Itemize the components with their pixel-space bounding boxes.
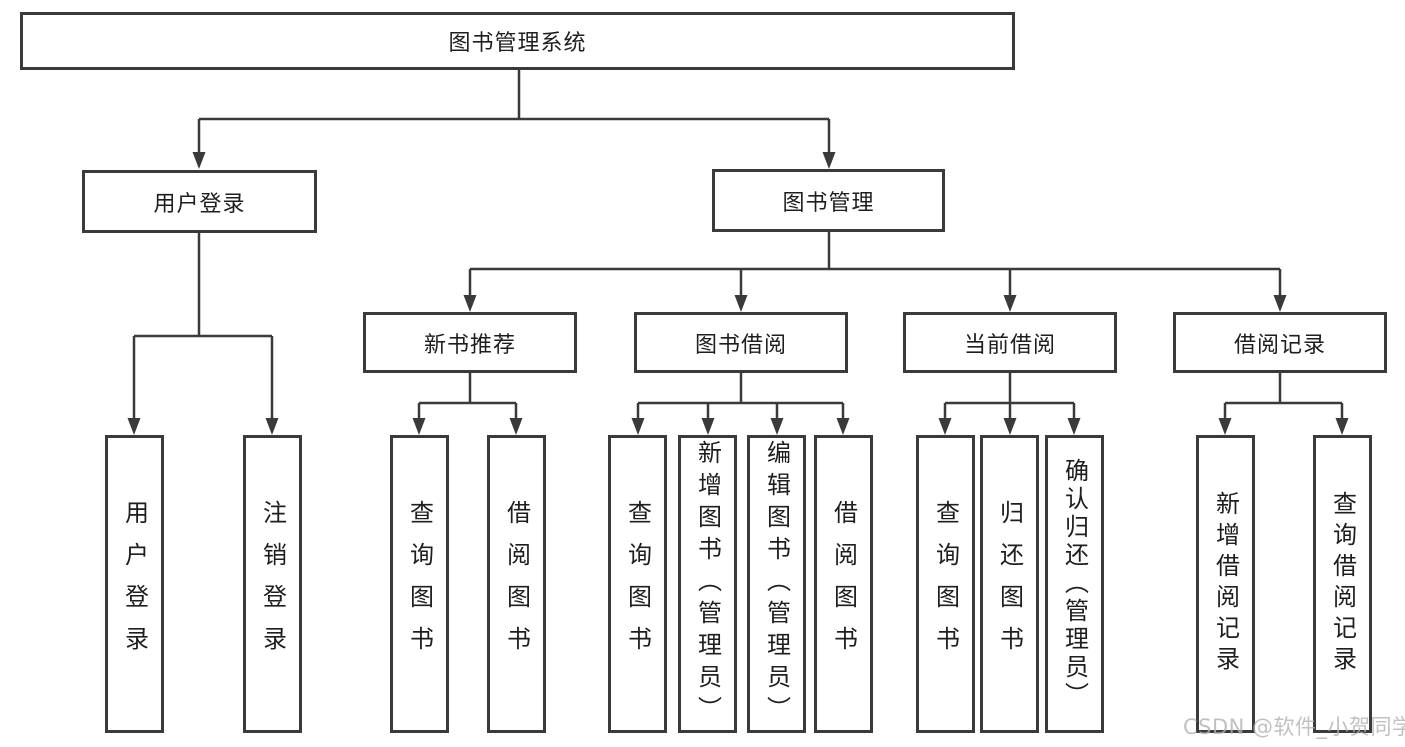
node-borrowing-records: 借阅记录 [1173, 312, 1387, 373]
leaf-label: 查询图书 [405, 500, 434, 668]
leaf-query-books-current: 查询图书 [916, 435, 975, 733]
leaf-borrow-books-borrowing: 借阅图书 [814, 435, 873, 733]
leaf-label: 归还图书 [995, 500, 1024, 668]
leaf-query-books-borrowing: 查询图书 [608, 435, 667, 733]
node-label: 当前借阅 [963, 332, 1056, 358]
node-label: 新书推荐 [423, 332, 516, 358]
leaf-query-borrow-record: 查询借阅记录 [1313, 435, 1372, 733]
node-label: 图书管理系统 [448, 31, 587, 56]
node-user-login-branch: 用户登录 [82, 170, 317, 233]
leaf-label: 新增借阅记录 [1211, 491, 1240, 677]
leaf-edit-books-admin: 编辑图书（管理员） [747, 435, 806, 733]
leaf-label: 用户登录 [120, 500, 149, 668]
leaf-label: 注销登录 [258, 500, 287, 668]
leaf-add-borrow-record: 新增借阅记录 [1196, 435, 1255, 733]
node-root-system: 图书管理系统 [20, 12, 1015, 70]
leaf-return-books: 归还图书 [980, 435, 1039, 733]
leaf-user-login: 用户登录 [105, 435, 164, 733]
csdn-watermark: CSDN @软件_小贺同学 [1183, 715, 1405, 739]
leaf-label: 查询图书 [623, 500, 652, 668]
leaf-label: 查询图书 [931, 500, 960, 668]
leaf-confirm-return-admin: 确认归还（管理员） [1045, 435, 1104, 733]
node-book-borrowing: 图书借阅 [634, 312, 848, 373]
leaf-borrow-books-recommend: 借阅图书 [487, 435, 546, 733]
leaf-label: 新增图书（管理员） [693, 440, 722, 728]
node-current-borrowing: 当前借阅 [903, 312, 1117, 373]
node-label: 图书管理 [782, 190, 875, 216]
leaf-add-books-admin: 新增图书（管理员） [678, 435, 737, 733]
leaf-label: 查询借阅记录 [1328, 491, 1357, 677]
leaf-label: 编辑图书（管理员） [762, 440, 791, 728]
node-label: 用户登录 [153, 191, 246, 217]
node-book-management-branch: 图书管理 [712, 169, 945, 232]
leaf-label: 确认归还（管理员） [1060, 458, 1089, 710]
node-label: 图书借阅 [694, 332, 787, 358]
leaf-logout: 注销登录 [243, 435, 302, 733]
node-label: 借阅记录 [1233, 332, 1326, 358]
leaf-label: 借阅图书 [829, 500, 858, 668]
node-new-book-recommend: 新书推荐 [363, 312, 577, 373]
leaf-label: 借阅图书 [502, 500, 531, 668]
leaf-query-books-recommend: 查询图书 [390, 435, 449, 733]
